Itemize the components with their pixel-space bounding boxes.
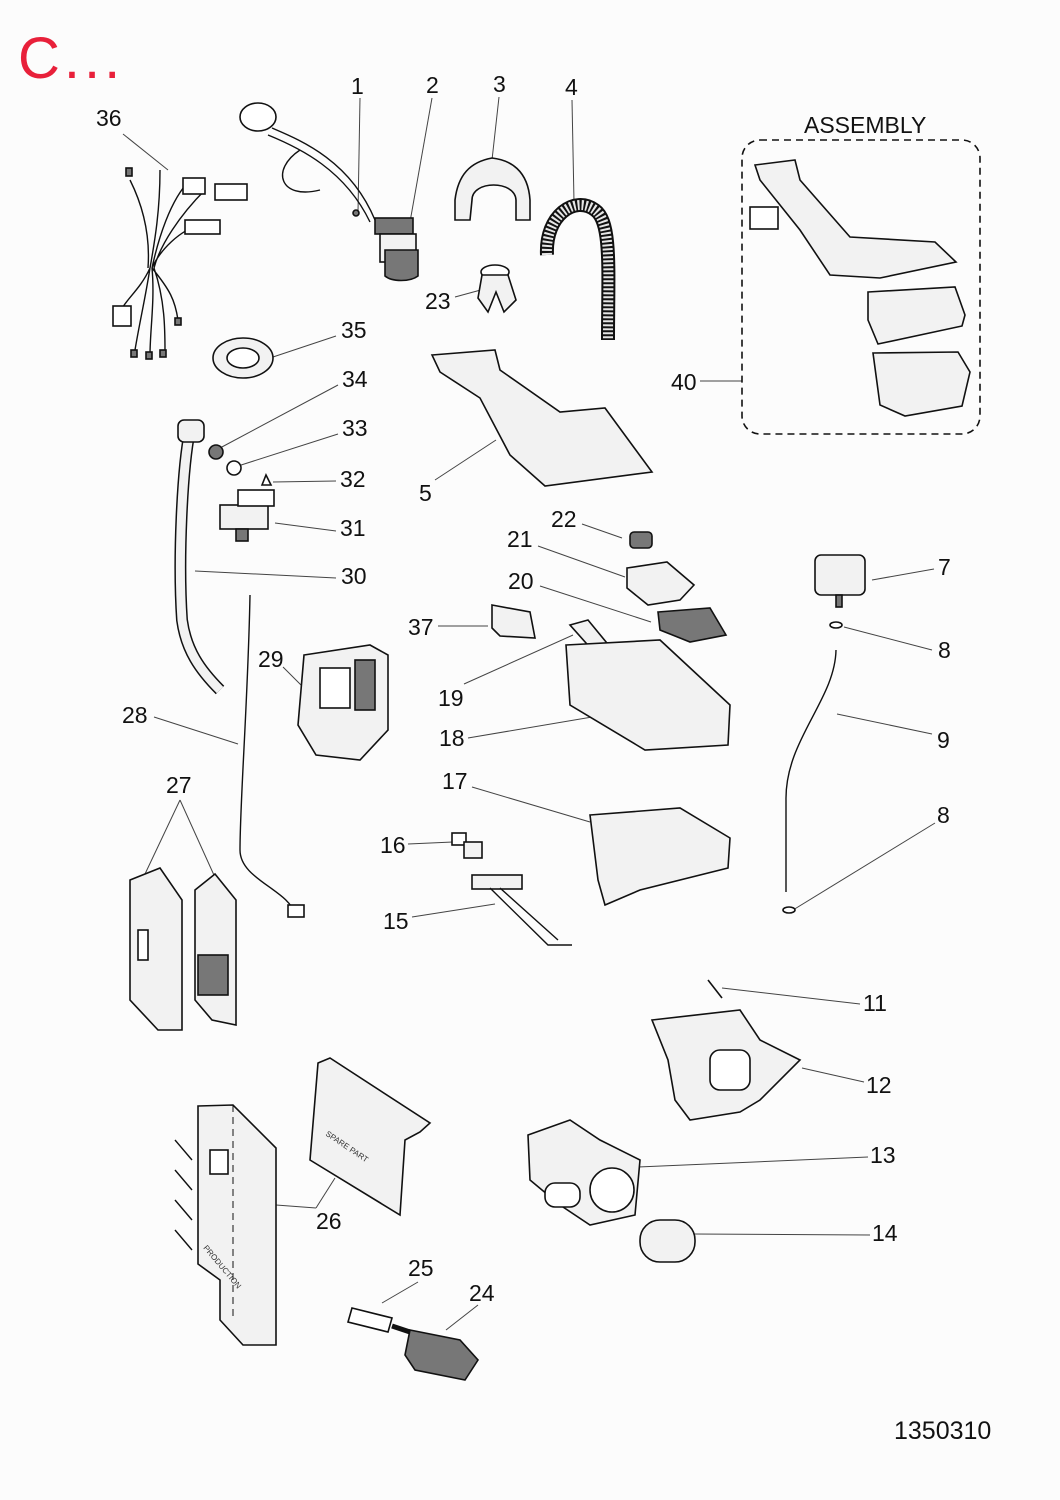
part-36-wiring-harness bbox=[112, 167, 248, 360]
callout-31: 31 bbox=[340, 515, 366, 541]
callout-1: 1 bbox=[351, 73, 364, 99]
part-9-pressure-tube bbox=[785, 649, 837, 892]
part-12-drain-motor bbox=[650, 1009, 802, 1121]
callout-8-upper: 8 bbox=[938, 637, 951, 663]
assembly-label: ASSEMBLY bbox=[804, 112, 927, 138]
callout-3: 3 bbox=[493, 71, 506, 97]
callout-24: 24 bbox=[469, 1280, 495, 1306]
leader-lines bbox=[122, 96, 936, 1331]
callout-4: 4 bbox=[565, 74, 578, 100]
part-5-dispenser-cover bbox=[430, 349, 654, 487]
part-7-pressure-switch bbox=[814, 554, 866, 608]
callout-9: 9 bbox=[937, 727, 950, 753]
callout-26: 26 bbox=[316, 1208, 342, 1234]
document-number: 1350310 bbox=[894, 1417, 992, 1445]
part-23-y-connector bbox=[477, 264, 517, 314]
part-2-power-cord-filter bbox=[239, 102, 419, 282]
callout-17: 17 bbox=[442, 768, 468, 794]
part-17-drawer-housing bbox=[589, 807, 731, 907]
callout-14: 14 bbox=[872, 1220, 898, 1246]
callout-2: 2 bbox=[426, 72, 439, 98]
part-8-ring-lower bbox=[782, 906, 796, 914]
part-8-ring-upper bbox=[829, 621, 843, 629]
part-24-eeprom-module bbox=[404, 1329, 480, 1381]
callout-34: 34 bbox=[342, 366, 368, 392]
callout-11: 11 bbox=[863, 990, 887, 1016]
part-29-door-lock bbox=[297, 644, 389, 761]
part-15-heating-element bbox=[471, 874, 572, 946]
part-32-cap bbox=[260, 473, 273, 486]
part-14-pump-filter bbox=[639, 1219, 696, 1263]
callout-29: 29 bbox=[258, 646, 284, 672]
callout-7: 7 bbox=[938, 554, 951, 580]
callout-20: 20 bbox=[508, 568, 534, 594]
part-16-ntc-sensor bbox=[451, 832, 483, 859]
callout-40: 40 bbox=[671, 369, 697, 395]
callout-25: 25 bbox=[408, 1255, 434, 1281]
part-27-control-board bbox=[129, 867, 237, 1031]
diagram-code-title: C... bbox=[18, 26, 125, 91]
part-22-siphon-cap bbox=[629, 531, 653, 549]
part-37-label-plate bbox=[491, 604, 536, 639]
part-26-spare-part-cover: SPARE PART bbox=[309, 1057, 432, 1217]
callout-5: 5 bbox=[419, 480, 432, 506]
part-33-washer bbox=[226, 460, 242, 476]
part-28-ground-wire bbox=[239, 594, 296, 916]
callout-36: 36 bbox=[96, 105, 122, 131]
part-40-dispenser-assembly bbox=[749, 159, 971, 417]
part-18-detergent-drawer bbox=[565, 639, 731, 751]
part-35-gasket bbox=[212, 337, 274, 379]
callout-22: 22 bbox=[551, 506, 577, 532]
callout-21: 21 bbox=[507, 526, 533, 552]
callout-23: 23 bbox=[425, 288, 451, 314]
callout-35: 35 bbox=[341, 317, 367, 343]
callout-30: 30 bbox=[341, 563, 367, 589]
callout-13: 13 bbox=[870, 1142, 896, 1168]
part-21-dispenser-lid bbox=[626, 561, 696, 606]
assembly-dashed-frame bbox=[741, 139, 981, 435]
callout-28: 28 bbox=[122, 702, 148, 728]
part-11-screw bbox=[707, 979, 723, 999]
part-31-valve bbox=[219, 489, 275, 542]
callout-8-lower: 8 bbox=[937, 802, 950, 828]
callout-32: 32 bbox=[340, 466, 366, 492]
callout-18: 18 bbox=[439, 725, 465, 751]
callout-15: 15 bbox=[383, 908, 409, 934]
part-25-label bbox=[347, 1307, 411, 1335]
callout-27: 27 bbox=[166, 772, 192, 798]
part-13-drain-pump bbox=[527, 1119, 641, 1226]
callout-12: 12 bbox=[866, 1072, 892, 1098]
callout-19: 19 bbox=[438, 685, 464, 711]
callout-16: 16 bbox=[380, 832, 406, 858]
part-26-production-cover: PRODUCTION bbox=[174, 1104, 277, 1346]
part-20-flap bbox=[657, 607, 728, 643]
callout-33: 33 bbox=[342, 415, 368, 441]
callout-37: 37 bbox=[408, 614, 434, 640]
part-3-hose-guide bbox=[454, 157, 531, 221]
part-34-seal bbox=[208, 444, 224, 460]
